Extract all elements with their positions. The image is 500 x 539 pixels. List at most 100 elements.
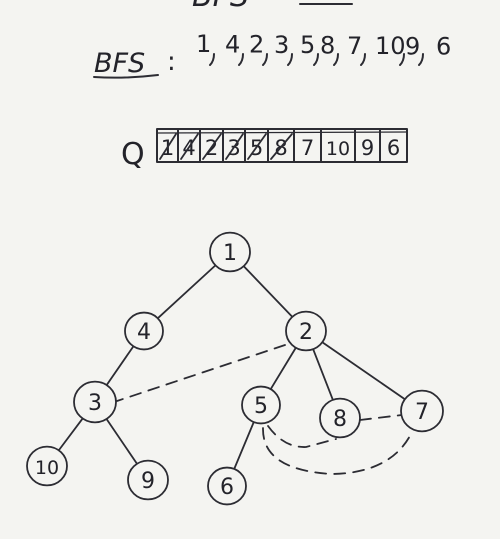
tree-edge: [105, 418, 138, 465]
bfs-order-value: 5: [300, 31, 315, 59]
tree-node: 3: [73, 380, 117, 424]
queue-strike-mark: [180, 133, 199, 160]
tree-dashed-links: [116, 344, 413, 475]
bfs-order-value: 9: [405, 32, 420, 60]
bfs-order-value: 7: [347, 32, 362, 60]
bfs-label: BFS: [94, 48, 145, 79]
bfs-order-value: 8: [320, 32, 335, 60]
tree-node-label: 8: [333, 407, 347, 432]
bfs-order-value: 1: [196, 30, 211, 58]
tree-edge: [58, 417, 84, 451]
tree-node: 1: [209, 231, 251, 273]
bfs-order-comma: [238, 53, 244, 66]
queue-cell-value: 10: [326, 138, 350, 160]
queue-cell-value: 6: [387, 136, 400, 160]
queue-cell-value: 7: [301, 136, 314, 160]
queue-cell: 1: [159, 133, 177, 160]
tree-node: 7: [400, 389, 444, 433]
tree-node-circle: [207, 466, 247, 506]
bfs-order-comma: [399, 53, 405, 66]
tree-edge: [312, 348, 334, 401]
bfs-order-value: 2: [249, 31, 264, 59]
queue-cell: 7: [293, 129, 314, 162]
tree-nodes: 1 4 2 3 5 8 7 10 9 6: [26, 231, 444, 506]
queue-top-line: [156, 131, 408, 134]
tree-node-label: 9: [141, 469, 155, 494]
tree-edge: [106, 345, 135, 386]
tree-node-label: 4: [137, 320, 151, 345]
bfs-order-comma: [209, 53, 215, 66]
queue-strike-mark: [159, 133, 177, 160]
dashed-link: [359, 414, 403, 421]
tree-node-circle: [73, 380, 117, 424]
tree-node-circle: [241, 385, 281, 425]
queue-cell: 8: [267, 129, 293, 162]
bfs-order-comma: [313, 53, 319, 66]
tree-node: 4: [124, 311, 164, 351]
tree-edges: [58, 264, 406, 470]
bfs-order-comma: [418, 53, 424, 66]
bfs-order-comma: [333, 53, 339, 66]
queue-cell: 10: [320, 129, 350, 162]
bfs-order-comma: [262, 53, 268, 66]
tree-node-label: 6: [220, 475, 234, 500]
bfs-order-value: 6: [436, 33, 451, 61]
tree-node-circle: [26, 445, 68, 487]
tree-node-label: 5: [254, 394, 268, 419]
dashed-link: [262, 427, 413, 475]
header-title-text: BFS: [192, 0, 249, 14]
tree-edge: [321, 341, 406, 401]
bfs-order-value: 4: [225, 30, 240, 58]
queue-strike-mark: [270, 133, 293, 160]
queue-cell: 6: [379, 129, 400, 162]
tree-edge: [269, 347, 297, 390]
queue-strike-mark: [202, 133, 222, 160]
tree-node: 6: [207, 466, 247, 506]
queue-cell: 5: [244, 129, 267, 162]
tree-edge: [242, 265, 294, 318]
tree-node: 10: [26, 445, 68, 487]
tree-edge: [233, 421, 255, 470]
queue-cell-value: 9: [361, 136, 374, 160]
dashed-link: [267, 425, 337, 448]
queue-box: [156, 128, 408, 163]
dashed-link: [116, 344, 286, 402]
bfs-tree: 1 4 2 3 5 8 7 10 9 6: [26, 231, 444, 506]
bfs-order-value: 3: [274, 31, 289, 59]
tree-node-label: 3: [88, 391, 102, 416]
tree-node-circle: [127, 459, 169, 501]
queue-cell: 3: [222, 129, 244, 162]
tree-node-label: 7: [415, 400, 429, 425]
bfs-order-comma: [360, 53, 366, 66]
tree-node-label: 1: [223, 241, 237, 266]
queue-cell: 2: [199, 129, 222, 162]
tree-node-circle: [124, 311, 164, 351]
tree-node: 2: [285, 310, 327, 352]
tree-node-circle: [400, 389, 444, 433]
header-title-cutoff: BFS: [192, 0, 353, 14]
tree-node-label: 2: [299, 320, 313, 345]
tree-node-label: 10: [35, 457, 59, 479]
tree-node: 5: [241, 385, 281, 425]
bfs-order-value: 10: [375, 32, 406, 60]
tree-node-circle: [285, 310, 327, 352]
tree-node: 9: [127, 459, 169, 501]
tree-node: 8: [319, 397, 361, 439]
queue-label: Q: [121, 137, 145, 172]
queue-strike-mark: [225, 133, 244, 160]
tree-edge: [157, 264, 217, 320]
tree-node-circle: [319, 397, 361, 439]
queue-cell: 4: [177, 129, 199, 162]
queue-cell: 9: [354, 129, 374, 162]
bfs-label-underline: [93, 74, 159, 79]
bfs-separator: :: [167, 47, 176, 77]
queue-strike-mark: [247, 133, 267, 160]
tree-node-circle: [209, 231, 251, 273]
bfs-order-comma: [287, 53, 293, 66]
